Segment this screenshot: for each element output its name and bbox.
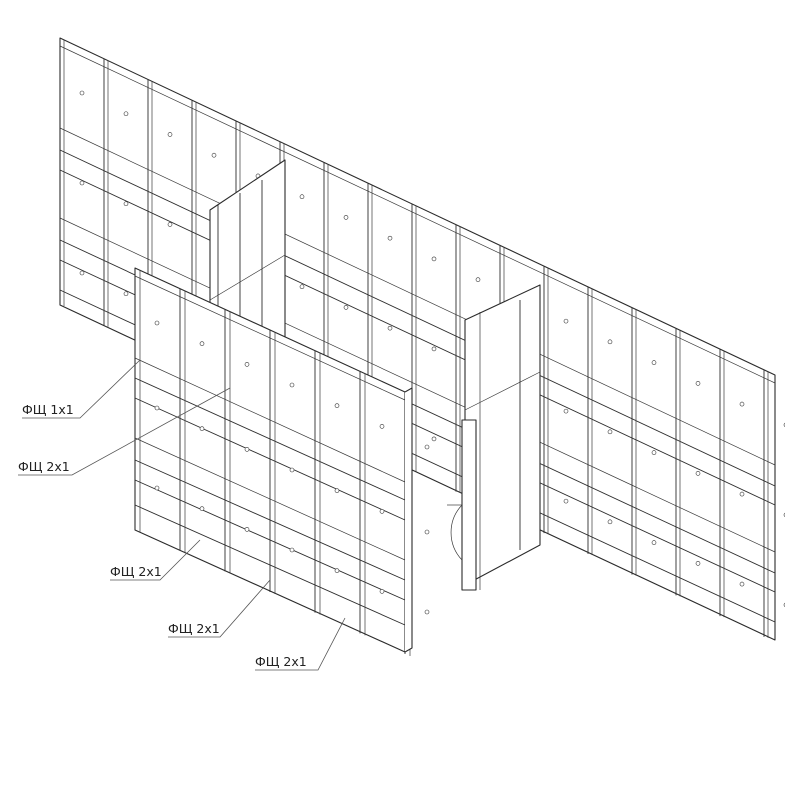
bolt-hole (739, 401, 745, 407)
bolt-hole (379, 589, 385, 594)
bolt-hole (563, 408, 569, 414)
bolt-hole (431, 256, 437, 262)
label-fsch-2x1-a: ФЩ 2x1 (18, 459, 70, 474)
bolt-hole (739, 491, 745, 497)
bolt-hole (563, 318, 569, 324)
bolt-hole (424, 609, 430, 615)
bolt-hole (199, 341, 205, 346)
bolt-hole (651, 540, 657, 545)
bolt-hole (431, 436, 437, 442)
bolt-hole (289, 547, 295, 553)
bolt-hole (695, 471, 701, 476)
bolt-hole (607, 519, 613, 525)
bolt-hole (211, 152, 217, 158)
bolt-hole (387, 235, 393, 241)
bolt-hole (289, 382, 295, 388)
bolt-hole (379, 509, 385, 514)
bolt-hole (154, 405, 160, 411)
bolt-hole (334, 568, 340, 573)
bolt-hole (244, 447, 250, 452)
bolt-hole (695, 381, 701, 386)
bolt-hole (343, 215, 349, 220)
bolt-hole (154, 485, 160, 491)
bolt-hole (334, 403, 340, 408)
bolt-hole (244, 527, 250, 532)
bolt-hole (154, 320, 160, 326)
leader-lines (18, 359, 346, 671)
bolt-hole (607, 339, 613, 345)
bolt-hole (79, 270, 85, 276)
bolt-hole (123, 111, 129, 117)
bolt-hole (199, 426, 205, 431)
bolt-hole (651, 450, 657, 455)
label-fsch-2x1-c: ФЩ 2x1 (168, 621, 220, 636)
bolt-hole (424, 529, 430, 535)
bolt-hole (199, 506, 205, 511)
bolt-hole (431, 346, 437, 352)
bolt-hole (123, 291, 129, 297)
bolt-hole (387, 325, 393, 331)
bolt-hole (299, 284, 305, 289)
bolt-hole (79, 180, 85, 186)
bolt-hole (167, 132, 173, 137)
bolt-hole (695, 561, 701, 566)
bolt-hole (607, 429, 613, 435)
front-wall-panels (134, 267, 430, 656)
bolt-hole (123, 201, 129, 207)
bolt-hole (334, 488, 340, 493)
bolt-hole (651, 360, 657, 365)
bolt-hole (379, 424, 385, 429)
right-wall-section (447, 284, 541, 591)
bolt-hole (475, 277, 481, 282)
bolt-hole (244, 362, 250, 367)
bolt-hole (563, 498, 569, 504)
bolt-hole (167, 222, 173, 227)
bolt-hole (424, 444, 430, 450)
bolt-hole (289, 467, 295, 473)
label-fsch-2x1-b: ФЩ 2x1 (110, 564, 162, 579)
bolt-hole (79, 90, 85, 96)
bolt-hole (299, 194, 305, 199)
bolt-hole (739, 581, 745, 587)
bolt-hole (343, 305, 349, 310)
label-fsch-1x1: ФЩ 1x1 (22, 402, 74, 417)
label-fsch-2x1-d: ФЩ 2x1 (255, 654, 307, 669)
